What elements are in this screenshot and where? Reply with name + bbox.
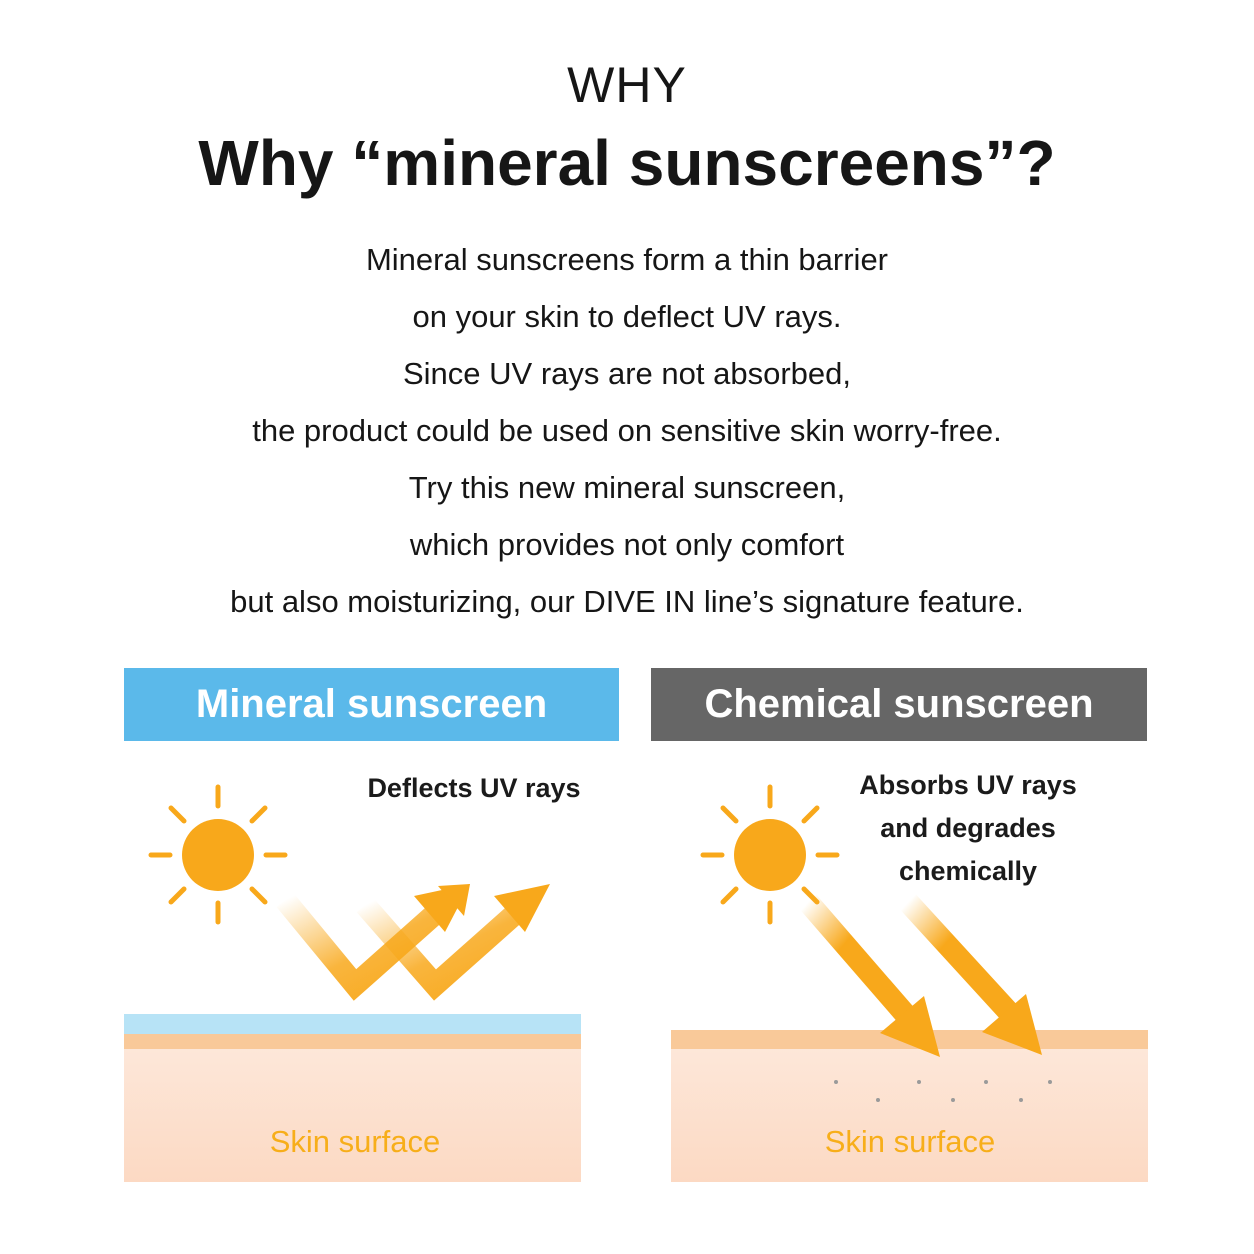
description-line: which provides not only comfort — [409, 527, 845, 562]
uv-ray-arrow — [276, 884, 470, 1001]
description-line: on your skin to deflect UV rays. — [412, 299, 842, 334]
chemical-caption-line: chemically — [898, 856, 1038, 886]
sun-icon — [700, 784, 840, 925]
description: Mineral sunscreens form a thin barrier o… — [0, 238, 1254, 637]
mineral-skin — [124, 1014, 581, 1182]
description-line: the product could be used on sensitive s… — [252, 413, 1002, 448]
chemical-caption-line: and degrades — [880, 813, 1056, 843]
page-title: Why “mineral sunscreens”? — [198, 127, 1056, 199]
description-line: Since UV rays are not absorbed, — [402, 356, 852, 391]
chemical-header: Chemical sunscreen — [651, 668, 1147, 741]
chemical-caption: Absorbs UV rays and degrades chemically — [838, 764, 1098, 893]
chemical-skin-label: Skin surface — [824, 1124, 996, 1159]
mineral-header: Mineral sunscreen — [124, 668, 619, 741]
chemical-caption-line: Absorbs UV rays — [859, 770, 1077, 800]
description-line: Mineral sunscreens form a thin barrier — [365, 242, 889, 277]
description-line: Try this new mineral sunscreen, — [408, 470, 846, 505]
mineral-caption: Deflects UV rays — [367, 773, 581, 803]
uv-ray-arrow — [899, 894, 1042, 1055]
uv-ray-arrow — [799, 894, 940, 1057]
mineral-panel: Mineral sunscreen — [124, 668, 619, 741]
chemical-panel: Chemical sunscreen — [651, 668, 1147, 741]
chemical-skin — [671, 1030, 1148, 1182]
eyebrow: WHY — [567, 57, 687, 113]
description-line: but also moisturizing, our DIVE IN line’… — [230, 584, 1024, 619]
sun-icon — [148, 784, 288, 925]
mineral-skin-label: Skin surface — [269, 1124, 441, 1159]
uv-ray-arrow — [356, 884, 550, 1001]
